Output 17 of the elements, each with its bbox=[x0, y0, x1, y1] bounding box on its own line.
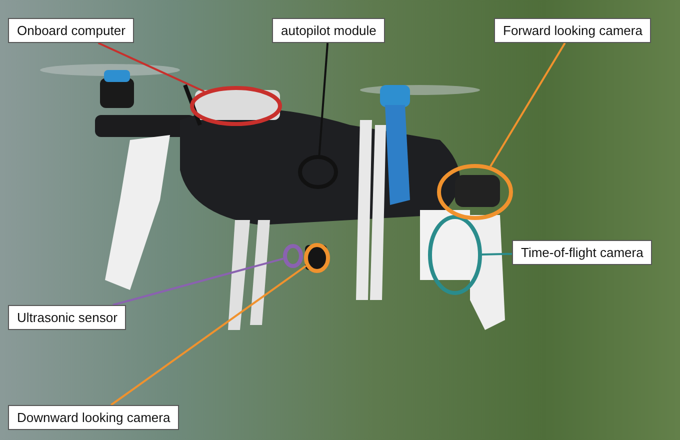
leader-line bbox=[318, 42, 329, 156]
leader-line bbox=[110, 265, 307, 406]
callout-ring bbox=[437, 164, 513, 220]
callout-ring bbox=[283, 244, 303, 268]
leader-line bbox=[490, 42, 566, 167]
callout-label: autopilot module bbox=[272, 18, 386, 43]
callout-label: Time-of-flight camera bbox=[512, 240, 652, 265]
callout-ring bbox=[428, 215, 482, 295]
leader-line bbox=[112, 258, 284, 306]
callout-ring bbox=[190, 86, 282, 126]
callout-ring bbox=[304, 243, 330, 273]
callout-label: Forward looking camera bbox=[494, 18, 652, 43]
callout-label: Ultrasonic sensor bbox=[8, 305, 126, 330]
callout-label: Onboard computer bbox=[8, 18, 134, 43]
leader-line bbox=[98, 42, 205, 92]
leader-line bbox=[482, 252, 512, 256]
callout-label: Downward looking camera bbox=[8, 405, 180, 430]
